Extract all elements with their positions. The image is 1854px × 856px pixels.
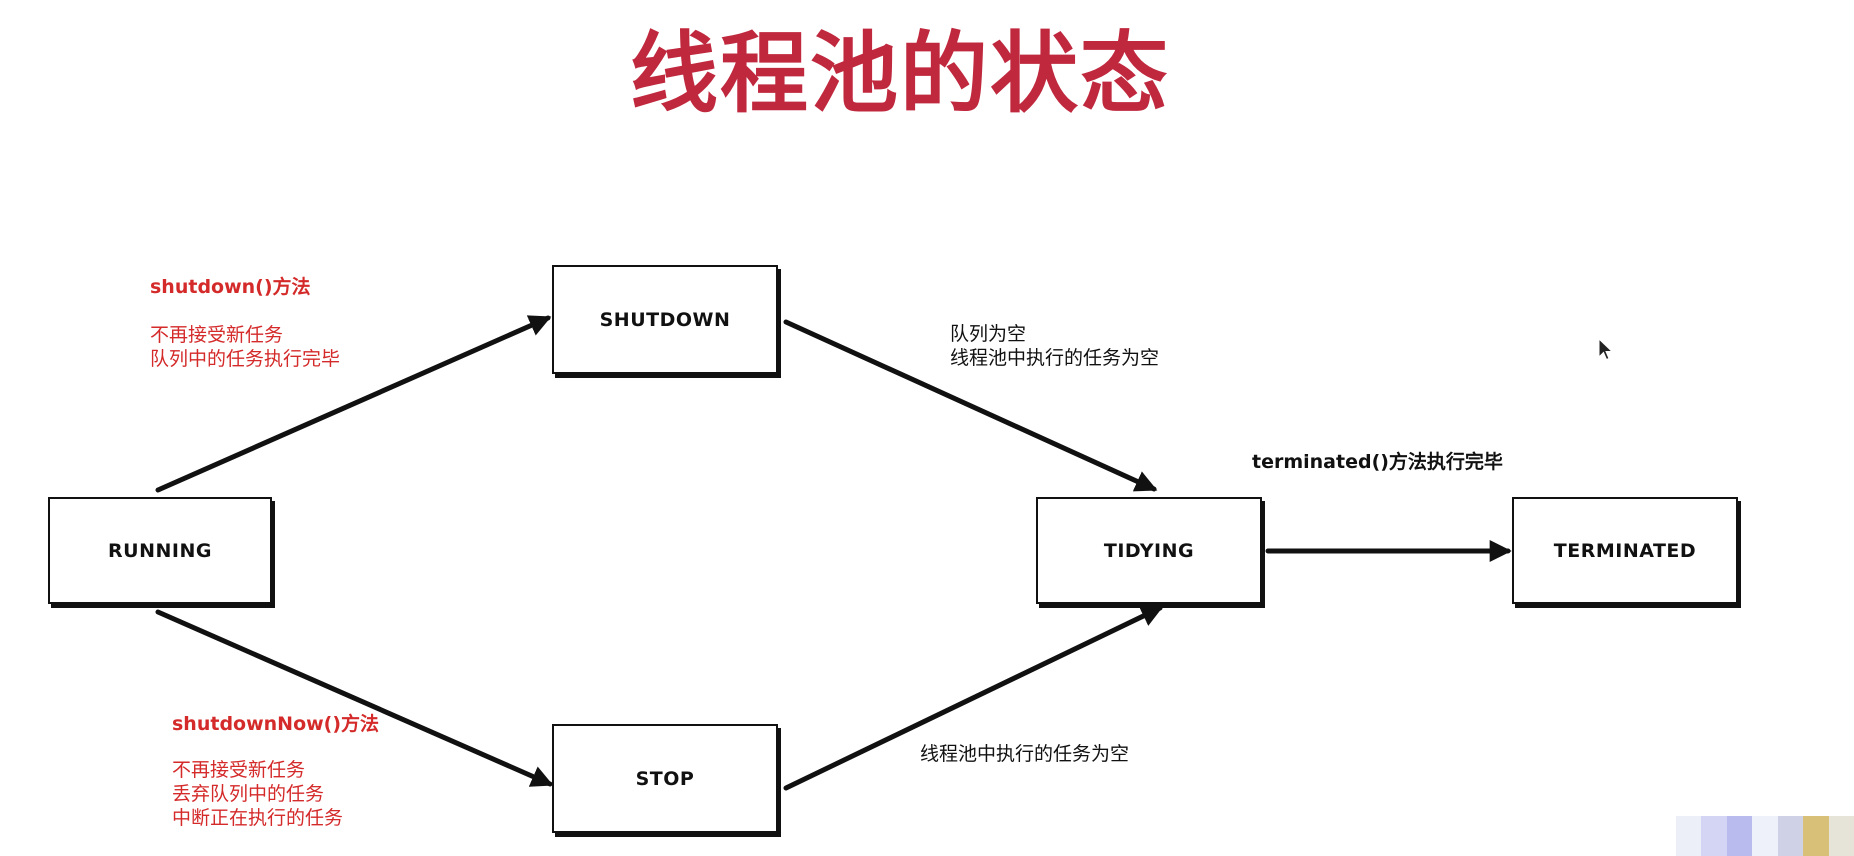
color-strip-artifact bbox=[1676, 816, 1854, 856]
state-running-label: RUNNING bbox=[108, 539, 212, 562]
annotation-method: terminated()方法执行完毕 bbox=[1252, 451, 1503, 473]
state-stop-label: STOP bbox=[635, 767, 695, 790]
annotation-line: 丢弃队列中的任务 bbox=[172, 783, 325, 805]
page-title: 线程池的状态 bbox=[629, 22, 1170, 125]
annotation-line: 线程池中执行的任务为空 bbox=[950, 347, 1160, 369]
mouse-pointer-icon bbox=[1598, 338, 1614, 361]
annotation-line: 不再接受新任务 bbox=[172, 759, 306, 781]
arrow-running-to-stop bbox=[155, 609, 554, 787]
annotation-shutdown-to-tidying: 队列为空 线程池中执行的任务为空 bbox=[950, 322, 1159, 370]
state-shutdown-label: SHUTDOWN bbox=[599, 308, 731, 331]
state-tidying-label: TIDYING bbox=[1103, 539, 1195, 562]
annotation-line: 线程池中执行的任务为空 bbox=[920, 743, 1130, 765]
annotation-line: 不再接受新任务 bbox=[150, 324, 284, 346]
annotation-line: 队列为空 bbox=[950, 323, 1027, 345]
annotation-method: shutdownNow()方法 bbox=[172, 713, 380, 735]
annotation-stop-to-tidying: 线程池中执行的任务为空 bbox=[920, 742, 1129, 766]
annotation-tidying-to-terminated: terminated()方法执行完毕 bbox=[1252, 450, 1503, 474]
state-tidying: TIDYING bbox=[1036, 497, 1262, 604]
annotation-line: 队列中的任务执行完毕 bbox=[150, 348, 341, 370]
annotation-running-to-stop: shutdownNow()方法 不再接受新任务 丢弃队列中的任务 中断正在执行的… bbox=[172, 712, 379, 830]
annotation-line: 中断正在执行的任务 bbox=[172, 807, 344, 829]
state-shutdown: SHUTDOWN bbox=[552, 265, 778, 374]
annotation-running-to-shutdown: shutdown()方法 不再接受新任务 队列中的任务执行完毕 bbox=[150, 275, 340, 371]
arrow-shutdown-to-tidying bbox=[783, 319, 1158, 492]
state-terminated-label: TERMINATED bbox=[1553, 539, 1697, 562]
annotation-method: shutdown()方法 bbox=[150, 276, 311, 298]
arrow-stop-to-tidying bbox=[783, 605, 1164, 791]
state-terminated: TERMINATED bbox=[1512, 497, 1738, 604]
arrow-running-to-shutdown bbox=[155, 315, 552, 493]
state-stop: STOP bbox=[552, 724, 778, 833]
state-running: RUNNING bbox=[48, 497, 272, 604]
